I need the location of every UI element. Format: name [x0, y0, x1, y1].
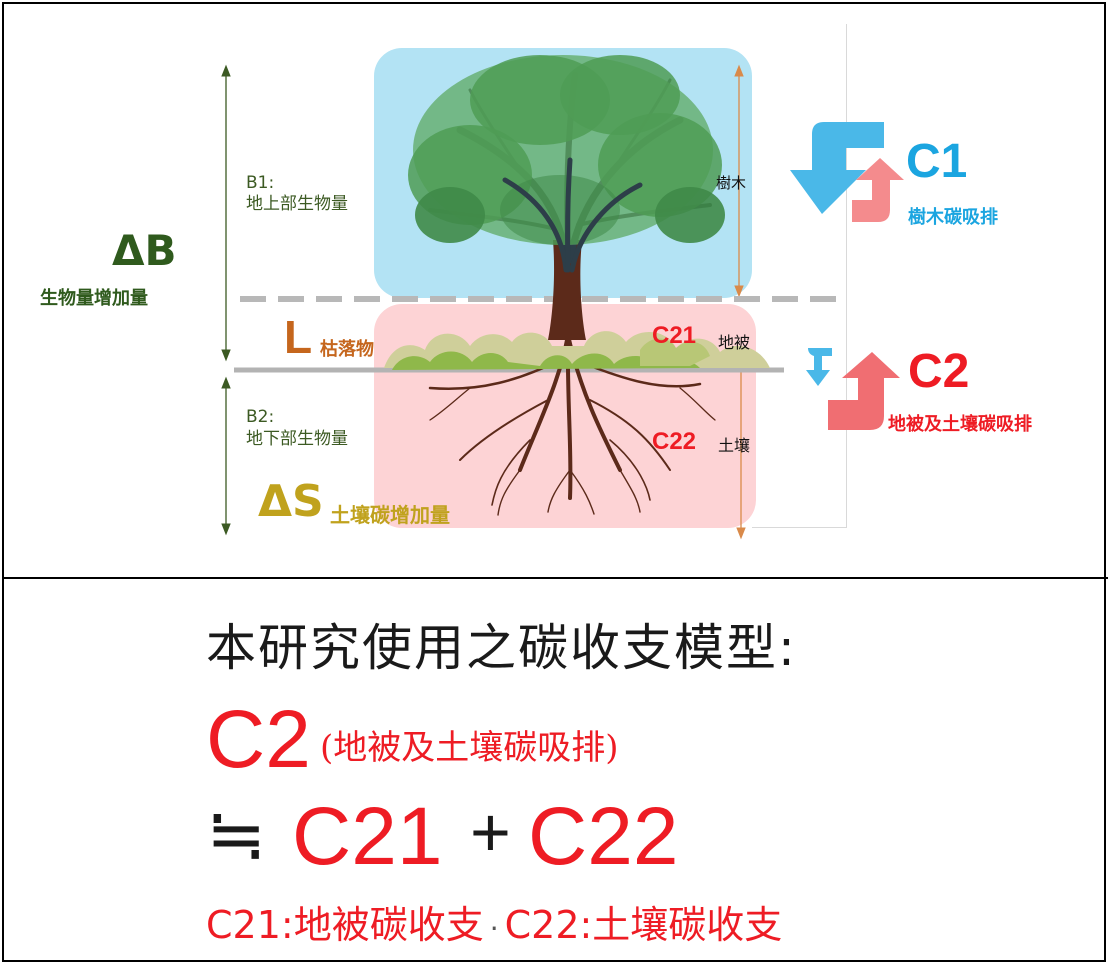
- c22-label: C22: [652, 428, 697, 455]
- tree-label: 樹木: [716, 174, 747, 192]
- delta-s-label: ΔS: [258, 476, 324, 527]
- c1-exchange-arrows: [790, 122, 904, 222]
- b1-label: B1:: [246, 173, 275, 193]
- legend-c22: C22:土壤碳收支: [504, 903, 783, 947]
- delta-b-label: ΔB: [112, 226, 177, 275]
- litter-description: 枯落物: [320, 339, 374, 360]
- b2-label: B2:: [246, 407, 275, 427]
- c1-description: 樹木碳吸排: [908, 207, 998, 228]
- model-legend: C21:地被碳收支·C22:土壤碳收支: [206, 894, 782, 949]
- tree-canopy: [408, 55, 725, 245]
- model-c2-label: C2: [206, 694, 311, 785]
- model-c21-term: C21: [292, 791, 443, 882]
- legend-c21: C21:地被碳收支: [206, 903, 484, 947]
- delta-s-description: 土壤碳增加量: [330, 503, 450, 527]
- bottom-boundary-line: [752, 527, 847, 528]
- right-boundary-line: [846, 24, 847, 528]
- soil-label: 土壤: [718, 436, 751, 455]
- ground-cover-label: 地被: [718, 333, 751, 352]
- tree-branches-front: [502, 157, 643, 273]
- model-c2-description: (地被及土壤碳吸排): [320, 728, 619, 768]
- b2-span-arrow: [221, 376, 231, 536]
- c2-description: 地被及土壤碳吸排: [888, 414, 1032, 435]
- legend-separator: ·: [489, 912, 499, 945]
- c1-label: C1: [906, 135, 968, 188]
- plus-sign: +: [470, 793, 511, 871]
- b2-description: 地下部生物量: [246, 429, 348, 449]
- approx-symbol: ≒: [206, 792, 267, 876]
- c21-label: C21: [652, 322, 697, 349]
- tree-height-arrow: [734, 64, 744, 298]
- ground-cover-illustration: [384, 331, 770, 370]
- panel-divider: [2, 577, 1108, 579]
- delta-b-description: 生物量增加量: [40, 288, 148, 309]
- litter-letter: L: [284, 311, 313, 363]
- diagram-graphics: [221, 55, 904, 540]
- c2-label: C2: [908, 345, 970, 398]
- model-c22-term: C22: [528, 791, 679, 882]
- model-title: 本研究使用之碳收支模型:: [206, 619, 797, 677]
- tree-trunk: [548, 240, 586, 340]
- b1-description: 地上部生物量: [246, 194, 348, 214]
- c2-exchange-arrows: [806, 348, 900, 430]
- b1-span-arrow: [221, 64, 231, 362]
